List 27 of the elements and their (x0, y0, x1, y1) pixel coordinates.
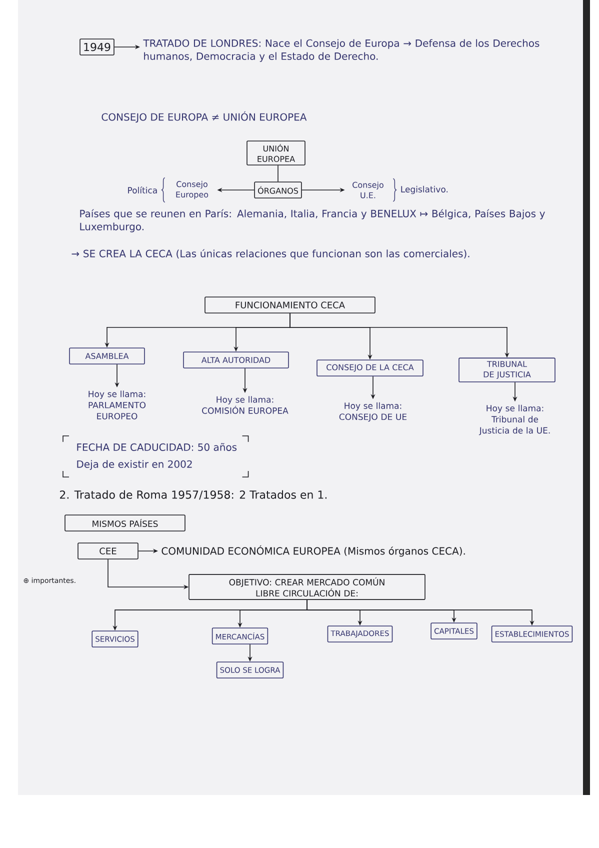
year-box: 1949 (80, 38, 114, 56)
note-text: Hoy se llama: COMISIÓN EUROPEA (202, 396, 288, 414)
heading-text: 2. Tratado de Roma 1957/1958: 2 Tratados en 1. (60, 490, 326, 500)
concept-box: ALTA AUTORIDAD (183, 352, 289, 368)
note-text: Hoy se llama: Tribunal de Justicia de la UE. (478, 404, 550, 436)
paragraph-text: → SE CREA LA CECA (Las únicas relaciones que funcionan son las comerciales). (72, 249, 470, 260)
concept-box: ÓRGANOS (254, 182, 302, 198)
note-text: COMUNIDAD ECONÓMICA EUROPEA (Mismos órganos CECA). (162, 545, 465, 557)
concept-box: OBJETIVO: CREAR MERCADO COMÚN LIBRE CIRCULACIÓN DE: (188, 574, 426, 600)
concept-box: CONSEJO DE LA CECA (316, 360, 424, 376)
note-text: Hoy se llama: PARLAMENTO EUROPEO (88, 390, 146, 420)
side-label: Legislativo. (401, 186, 448, 194)
note-text: Consejo Europeo (176, 180, 208, 200)
heading-text: CONSEJO DE EUROPA ≠ UNIÓN EUROPEA (102, 111, 307, 123)
note-text: Deja de existir en 2002 (77, 460, 192, 470)
concept-box: FUNCIONAMIENTO CECA (204, 296, 376, 314)
note-text: FECHA DE CADUCIDAD: 50 años (77, 443, 237, 451)
side-label: Política (128, 186, 157, 194)
concept-box: UNIÓN EUROPEA (246, 140, 306, 166)
concept-box: MISMOS PAÍSES (64, 514, 186, 532)
note-text: TRATADO DE LONDRES: Nace el Consejo de Europa → Defensa de los Derechos humanos, Democracia y el Estado de Derecho. (143, 39, 540, 62)
note-text: Consejo U.E. (352, 182, 384, 198)
concept-box: ASAMBLEA (69, 348, 145, 364)
paragraph-text: Países que se reunen en París: Alemania, Italia, Francia y BENELUX ↦ Bélgica, Países Bajos y Luxemburgo. (80, 209, 545, 232)
note-text: Hoy se llama: CONSEJO DE UE (339, 402, 406, 422)
concept-box: TRIBUNAL DE JUSTICIA (458, 358, 556, 382)
concept-box: CEE (78, 542, 138, 560)
